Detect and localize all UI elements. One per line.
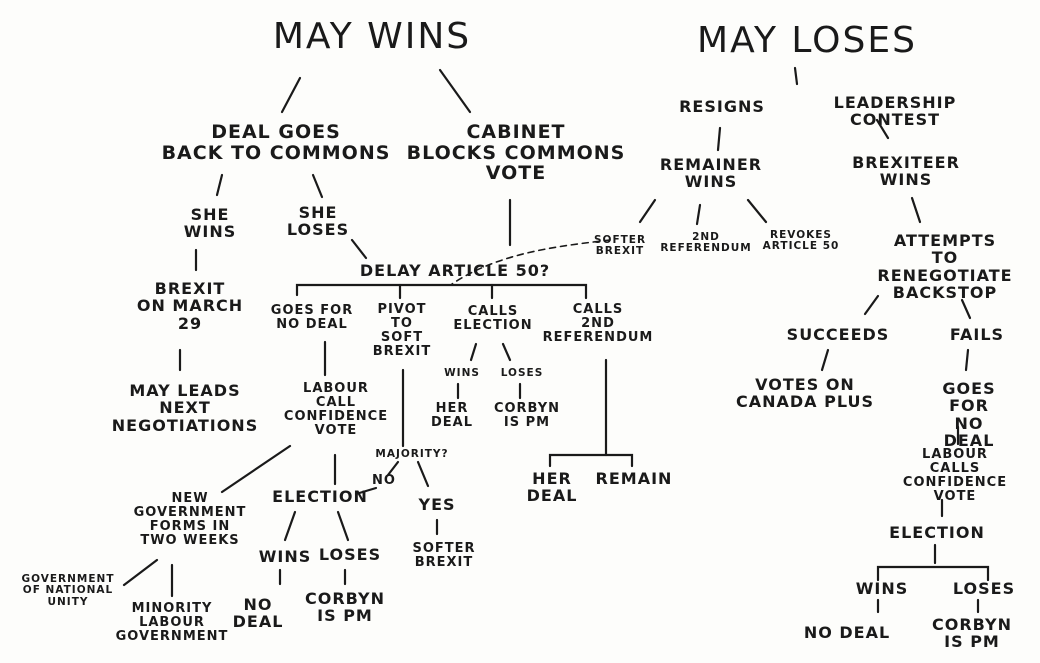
- node-calls-2nd-referendum: CALLS 2ND REFERENDUM: [542, 302, 654, 346]
- node-pivot-soft-brexit: PIVOT TO SOFT BREXIT: [372, 302, 432, 360]
- node-labour-call-confidence-left: LABOUR CALL CONFIDENCE VOTE: [283, 381, 389, 439]
- node-goes-for-no-deal-right: GOES FOR NO DEAL: [942, 379, 996, 450]
- connector: [863, 294, 880, 316]
- node-resigns: RESIGNS: [679, 97, 765, 116]
- node-cabinet-blocks: CABINET BLOCKS COMMONS VOTE: [406, 121, 626, 185]
- node-election-right: ELECTION: [889, 523, 985, 542]
- node-she-loses: SHE LOSES: [286, 203, 350, 240]
- node-attempts-renegotiate: ATTEMPTS TO RENEGOTIATE BACKSTOP: [877, 231, 1013, 302]
- node-new-government: NEW GOVERNMENT FORMS IN TWO WEEKS: [133, 491, 247, 549]
- connector: [964, 348, 970, 372]
- dashed-connector: [451, 239, 611, 285]
- node-she-wins: SHE WINS: [183, 205, 237, 242]
- connector: [548, 453, 634, 468]
- may-loses-heading: MAY LOSES: [697, 20, 917, 61]
- connector: [350, 238, 368, 260]
- connector: [122, 558, 159, 587]
- connector: [311, 173, 324, 199]
- connector: [638, 198, 657, 224]
- node-deal-goes-back: DEAL GOES BACK TO COMMONS: [161, 121, 391, 164]
- node-yes: YES: [418, 495, 456, 514]
- node-no: NO: [372, 473, 396, 488]
- node-calls-election: CALLS ELECTION: [453, 304, 533, 334]
- connector: [793, 66, 799, 86]
- node-loses-left: LOSES: [318, 545, 382, 564]
- node-may-leads: MAY LEADS NEXT NEGOTIATIONS: [111, 381, 259, 435]
- connector: [469, 342, 478, 362]
- node-softer-brexit-left: SOFTER BREXIT: [412, 541, 476, 571]
- node-corbyn-pm-left: CORBYN IS PM: [305, 589, 385, 626]
- node-wins-right: WINS: [855, 579, 909, 598]
- connector: [820, 348, 830, 372]
- connector: [354, 486, 378, 496]
- connector: [438, 68, 472, 114]
- node-brexit-march-29: BREXIT ON MARCH 29: [136, 279, 244, 333]
- node-loses-right: LOSES: [952, 579, 1016, 598]
- node-brexiteer-wins: BREXITEER WINS: [852, 153, 960, 190]
- connector: [501, 342, 512, 362]
- node-fails: FAILS: [949, 325, 1005, 344]
- connector: [746, 198, 768, 224]
- node-second-referendum-remainer: 2ND REFERENDUM: [660, 231, 752, 255]
- connector: [220, 444, 292, 494]
- node-wins-mid: WINS: [444, 367, 480, 379]
- node-minority-labour-government: MINORITY LABOUR GOVERNMENT: [115, 601, 229, 645]
- connector: [910, 196, 922, 224]
- node-no-deal-right: NO DEAL: [803, 623, 891, 642]
- connector: [336, 510, 350, 542]
- node-softer-brexit-remainer: SOFTER BREXIT: [593, 234, 647, 258]
- connector: [386, 460, 400, 477]
- connector: [295, 283, 588, 300]
- node-votes-canada-plus: VOTES ON CANADA PLUS: [736, 375, 874, 412]
- node-corbyn-pm-mid: CORBYN IS PM: [493, 401, 561, 431]
- connector: [716, 126, 722, 152]
- connector: [876, 565, 990, 582]
- node-labour-calls-confidence-right: LABOUR CALLS CONFIDENCE VOTE: [902, 447, 1008, 505]
- connector: [695, 203, 702, 226]
- node-wins-left: WINS: [258, 547, 312, 566]
- connector: [215, 173, 224, 197]
- node-election-left: ELECTION: [272, 487, 368, 506]
- connector: [960, 298, 972, 320]
- connector: [875, 118, 890, 140]
- node-goes-for-no-deal-left: GOES FOR NO DEAL: [270, 303, 354, 333]
- node-remainer-wins: REMAINER WINS: [659, 155, 763, 192]
- node-delay-article-50: DELAY ARTICLE 50?: [359, 261, 551, 280]
- node-succeeds: SUCCEEDS: [786, 325, 890, 344]
- node-leadership-contest: LEADERSHIP CONTEST: [833, 93, 957, 130]
- node-corbyn-pm-right: CORBYN IS PM: [932, 615, 1012, 652]
- connector: [283, 510, 297, 542]
- may-wins-heading: MAY WINS: [272, 16, 472, 57]
- connector: [416, 460, 430, 488]
- node-government-national-unity: GOVERNMENT OF NATIONAL UNITY: [21, 573, 115, 608]
- node-majority: MAJORITY?: [375, 448, 449, 460]
- node-her-deal-mid: HER DEAL: [430, 401, 474, 431]
- node-revokes-article-50: REVOKES ARTICLE 50: [762, 229, 840, 253]
- node-her-deal-referendum: HER DEAL: [526, 469, 578, 506]
- connector: [280, 76, 302, 114]
- node-loses-mid: LOSES: [500, 367, 544, 379]
- node-no-deal-left: NO DEAL: [232, 595, 284, 632]
- node-remain: REMAIN: [595, 469, 673, 488]
